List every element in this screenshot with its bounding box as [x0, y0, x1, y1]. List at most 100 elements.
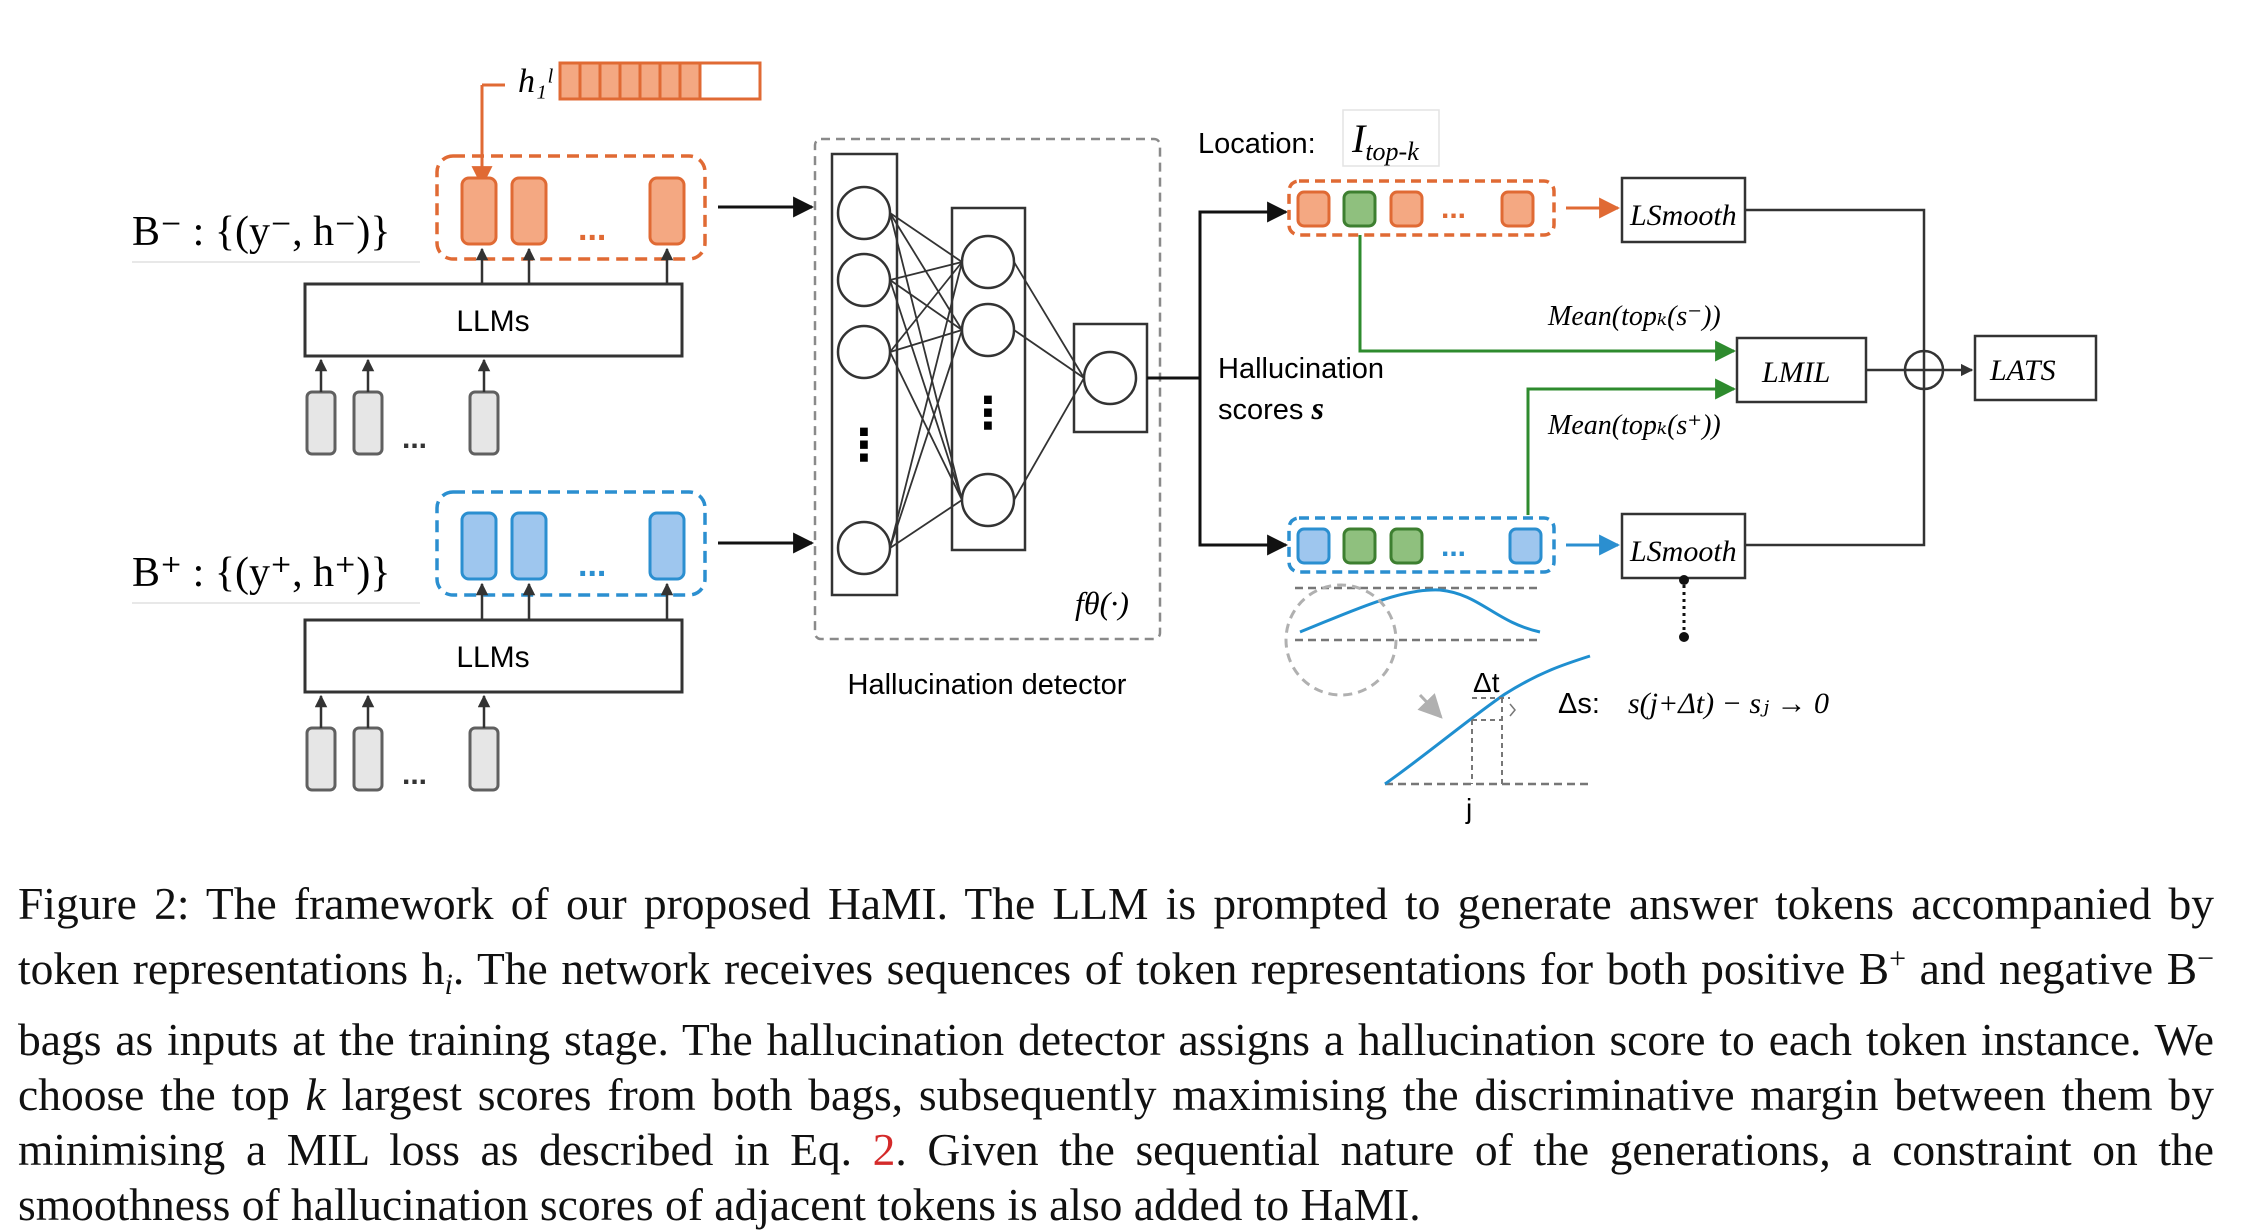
caption-part-6: . Given the sequential nature of the gen… [18, 1124, 2214, 1231]
negative-score-group [1287, 179, 1556, 237]
nn-edge [1013, 329, 1085, 379]
negative-score-n [1500, 190, 1535, 228]
scores-symbol: s [1310, 390, 1323, 426]
smooth-loss-top: LSmooth [1629, 199, 1737, 232]
positive-bag: B⁺ : {(y⁺, h⁺)} ... LLMs ... [132, 490, 815, 792]
representation-cell [578, 61, 602, 101]
negative-bag-label: B⁻ : {(y⁻, h⁻)} [132, 209, 390, 255]
mil-loss: LMIL [1761, 356, 1830, 389]
input-token-bottom-ellipsis: ... [402, 758, 427, 791]
detector-frame [813, 137, 1162, 641]
input-token-top-ellipsis: ... [402, 422, 427, 455]
positive-bag-label: B⁺ : {(y⁺, h⁺)} [132, 550, 390, 596]
input-token-top-2 [352, 390, 384, 456]
hidden-neuron [960, 234, 1016, 290]
caption-part-1: Figure 2: The framework of our proposed … [18, 878, 2214, 995]
output-neuron [1082, 350, 1138, 406]
mean-positive-label: Mean(topₖ(s⁺)) [1547, 410, 1721, 441]
delta-s-label: Δs: [1558, 688, 1600, 720]
input-token-bottom-n [468, 726, 500, 792]
hidden-neuron [960, 302, 1016, 358]
nn-edge [889, 212, 963, 501]
input-token-top-1 [305, 390, 337, 456]
mil-loss-box [1735, 336, 1868, 404]
negative-token-group [435, 154, 707, 261]
score-curve-small [1299, 588, 1541, 634]
framework-diagram: h₁ˡ B⁻ : {(y⁻, h⁻)} ... LLMs ... B⁺ : {(… [132, 61, 2098, 824]
positive-score-1 [1296, 527, 1331, 565]
input-neuron [836, 252, 892, 308]
negative-score-3 [1389, 190, 1424, 228]
scores-label-text: scores [1218, 394, 1303, 426]
input-neuron [836, 185, 892, 241]
nn-edge [889, 499, 963, 549]
caption-sup-plus: + [1889, 942, 1907, 975]
nn-edge [889, 261, 963, 353]
llm-label-top: LLMs [456, 305, 529, 338]
caption-k: k [305, 1069, 326, 1121]
detector-function-label: fθ(·) [1075, 585, 1129, 621]
loss-block: LSmooth LMIL LSmooth LATS [1620, 176, 2098, 642]
positive-token-ellipsis: ... [578, 546, 606, 584]
smoothness-formula: s(j+Δt) − sⱼ → 0 [1628, 687, 1829, 720]
input-layer-ellipsis: ⋮ [842, 421, 886, 470]
llm-label-bottom: LLMs [456, 641, 529, 674]
scores-label-line2: scores s [1218, 390, 1324, 426]
smooth-loss-bottom-box [1620, 512, 1747, 580]
hidden-neuron [960, 472, 1016, 528]
zoom-circle [1284, 583, 1398, 697]
representation-cell [618, 61, 642, 101]
negative-token-ellipsis: ... [578, 210, 606, 248]
negative-bag: B⁻ : {(y⁻, h⁻)} ... LLMs ... [132, 154, 815, 456]
representation-cell [678, 61, 702, 101]
caption-part-4: bags as inputs at the training stage. Th… [18, 1014, 2214, 1121]
input-neuron [836, 520, 892, 576]
representation-label: h₁ˡ [518, 63, 553, 100]
nn-edge [889, 329, 963, 549]
positive-token-2 [510, 511, 548, 581]
negative-token-n [648, 176, 686, 246]
positive-score-ellipsis: ... [1441, 530, 1466, 563]
caption-part-3: and negative B [1906, 943, 2198, 995]
representation-vector: h₁ˡ [471, 61, 762, 188]
input-token-bottom-2 [352, 726, 384, 792]
positive-token-group [435, 490, 707, 597]
nn-edge [889, 279, 963, 501]
negative-score-1 [1296, 190, 1331, 228]
j-label: j [1465, 793, 1472, 824]
caption-part-5: largest scores from both bags, subsequen… [18, 1069, 2214, 1176]
positive-score-n [1508, 527, 1543, 565]
equation-reference-link[interactable]: 2 [872, 1124, 896, 1176]
positive-token-1 [460, 511, 498, 581]
representation-strip-border [558, 61, 762, 101]
llm-box-top [303, 282, 684, 358]
input-token-top-n [468, 390, 500, 456]
mean-negative-label: Mean(topₖ(s⁻)) [1547, 301, 1721, 332]
nn-edge [889, 261, 963, 549]
ats-loss: LATS [1989, 354, 2056, 387]
positive-token-n [648, 511, 686, 581]
caption-sub-i: i [444, 968, 453, 1002]
representation-cell [598, 61, 622, 101]
representation-cell [558, 61, 582, 101]
llm-box-bottom [303, 618, 684, 694]
delta-t-label: Δt [1473, 667, 1500, 698]
nn-edge [1013, 261, 1085, 379]
nn-edge [889, 329, 963, 353]
positive-score-group [1287, 516, 1556, 574]
detector-title: Hallucination detector [848, 669, 1127, 701]
positive-score-topk-2 [1389, 527, 1424, 565]
score-curve-zoomed [1384, 654, 1591, 786]
nn-edge [889, 351, 963, 501]
hidden-layer-ellipsis: ⋮ [966, 389, 1010, 438]
representation-cell [638, 61, 662, 101]
smooth-loss-bottom: LSmooth [1629, 535, 1737, 568]
nn-edge [889, 279, 963, 331]
score-routing: Hallucination scores s Location: Itop-k … [1147, 109, 1737, 574]
ats-loss-box [1973, 334, 2098, 402]
nn-edge [889, 212, 963, 263]
location-label: Location: [1198, 128, 1316, 160]
hallucination-detector: ⋮ ⋮ fθ(·) Hallucination detector [813, 137, 1162, 701]
nn-edge [889, 261, 963, 281]
scores-label-line1: Hallucination [1218, 353, 1384, 385]
